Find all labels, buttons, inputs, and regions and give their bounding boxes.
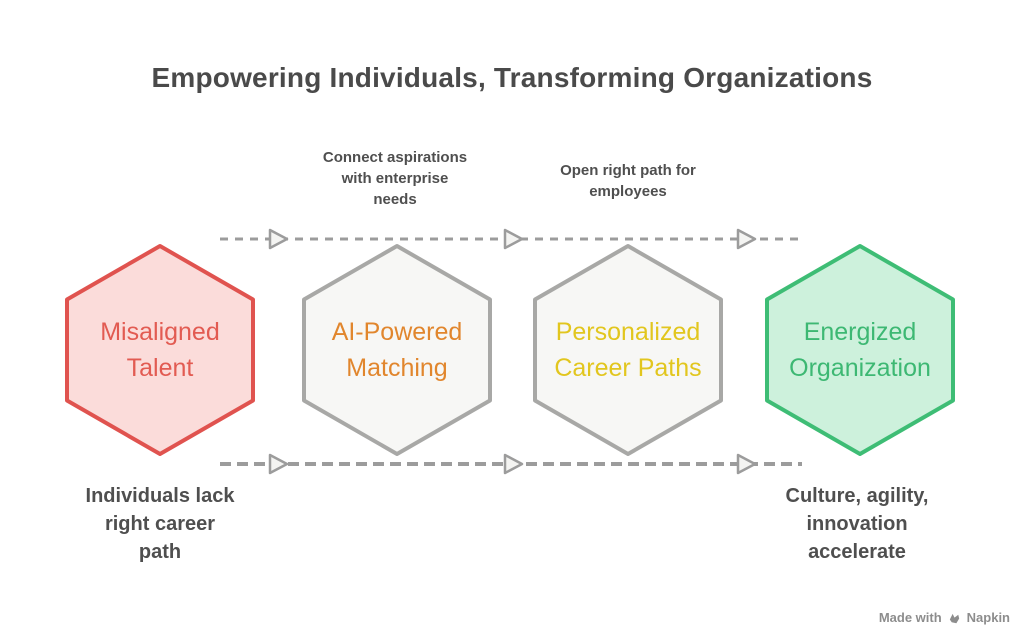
- arrowhead-icon: [503, 228, 524, 250]
- hexagon-shape-icon: [302, 244, 492, 456]
- arrowhead-icon: [268, 453, 289, 475]
- hex-node-energized-organization: Energized Organization: [760, 240, 960, 460]
- arrowhead-icon: [503, 453, 524, 475]
- hex-label: AI-Powered Matching: [331, 318, 463, 382]
- hex-node-misaligned-talent: Misaligned Talent: [60, 240, 260, 460]
- bottom-connector-arrow: [220, 453, 802, 475]
- hex-label: Energized Organization: [789, 318, 931, 382]
- annotation-culture-agility: Culture, agility, innovation accelerate: [785, 485, 929, 563]
- annotation-open-right-path: Open right path for employees: [560, 162, 696, 200]
- annotation-individuals-lack-path: Individuals lack right career path: [85, 485, 235, 563]
- brand-label: Napkin: [966, 610, 1010, 625]
- made-with-napkin-attribution: Made with Napkin: [879, 609, 1010, 626]
- hex-node-personalized-career-paths: Personalized Career Paths: [528, 240, 728, 460]
- made-with-label: Made with: [878, 610, 942, 625]
- hexagon-shape-icon: [533, 244, 723, 456]
- hex-label: Personalized Career Paths: [554, 318, 702, 382]
- napkin-logo-icon: [949, 613, 959, 624]
- arrowhead-icon: [736, 228, 757, 250]
- hex-label: Misaligned Talent: [100, 318, 220, 382]
- hexagon-shape-icon: [65, 244, 255, 456]
- arrowhead-icon: [268, 228, 289, 250]
- page-title: Empowering Individuals, Transforming Org…: [151, 62, 873, 93]
- hexagon-shape-icon: [765, 244, 955, 456]
- hex-node-ai-powered-matching: AI-Powered Matching: [297, 240, 497, 460]
- annotation-connect-aspirations: Connect aspirations with enterprise need…: [322, 149, 468, 208]
- top-connector-arrow: [220, 228, 802, 250]
- arrowhead-icon: [736, 453, 757, 475]
